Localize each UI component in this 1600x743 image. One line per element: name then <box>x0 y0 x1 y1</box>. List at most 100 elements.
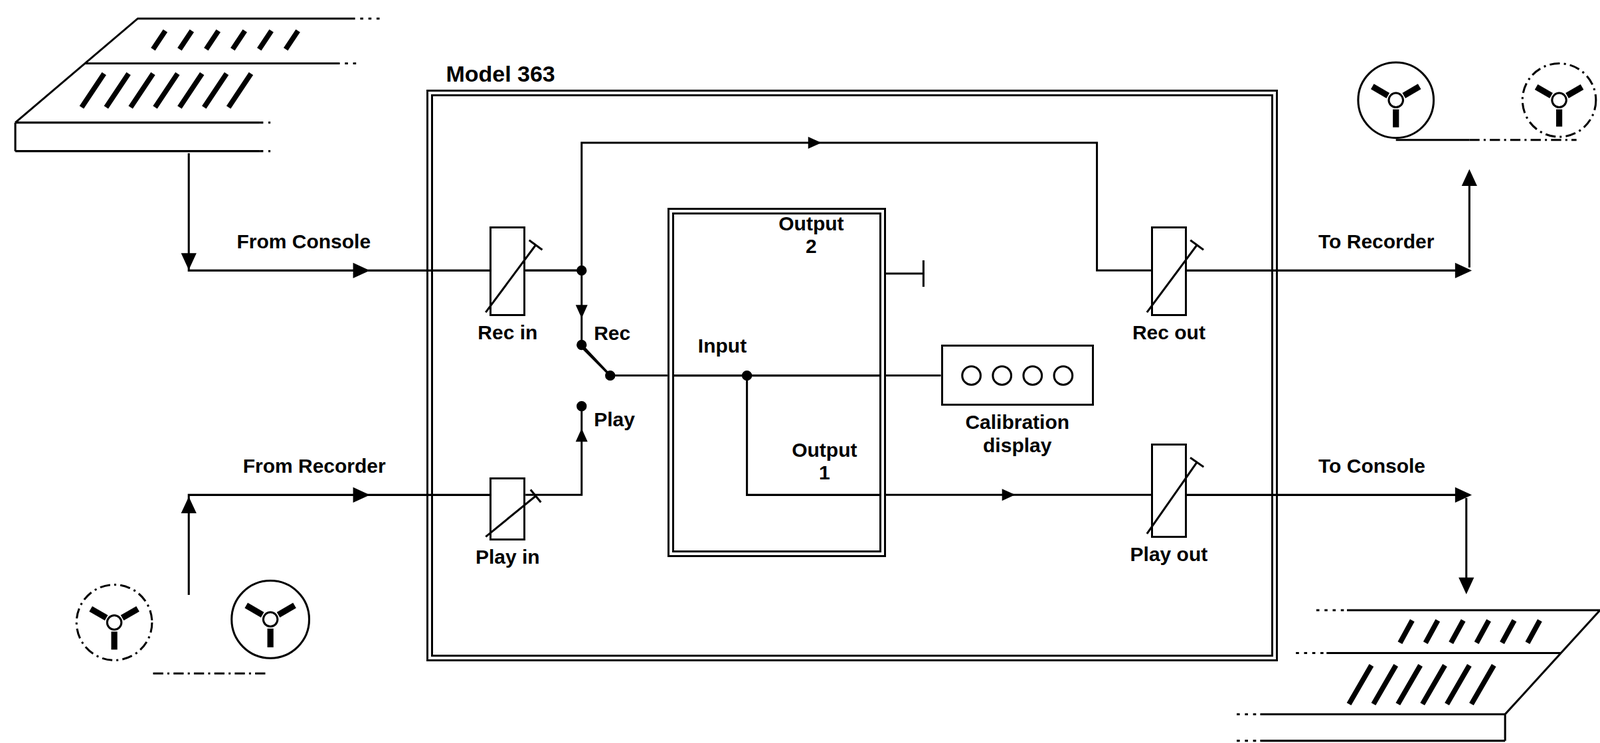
reel-spoke <box>267 628 274 648</box>
arrow-head <box>354 264 368 277</box>
device-housing: Model 363Rec inPlay inOutput 2InputOutpu… <box>426 89 1278 661</box>
reel-spoke <box>1556 109 1563 127</box>
mixing-console <box>15 18 1600 742</box>
console-fader-mark <box>285 30 298 50</box>
tape-reel <box>1522 63 1597 138</box>
output-1-wire <box>747 375 881 496</box>
console-fader-mark <box>155 73 178 108</box>
reel-spoke <box>90 609 107 619</box>
console-fader-mark <box>152 30 165 50</box>
console-outline <box>15 18 353 152</box>
reel-spoke <box>1404 86 1420 96</box>
console-fader-mark <box>130 73 154 108</box>
tape-reel <box>231 580 310 659</box>
component-label: Play out <box>1130 543 1209 567</box>
tape-path <box>1396 138 1470 141</box>
fader-slash <box>485 245 536 313</box>
console-fader-mark <box>1422 665 1446 705</box>
console-send-wire <box>188 153 490 271</box>
switch-position-label: Play <box>593 408 635 432</box>
console-outline <box>1259 610 1600 742</box>
arrow-head <box>808 136 822 149</box>
recorder-return-wire <box>188 494 490 596</box>
reel-spoke <box>110 631 117 650</box>
reel-spoke <box>1536 87 1552 96</box>
console-fader-mark <box>1373 665 1397 705</box>
tape-reel <box>1358 62 1434 139</box>
recorder-send-wire <box>1186 269 1470 272</box>
signal-wire <box>886 494 1152 497</box>
console-outline <box>1236 610 1345 742</box>
fader-box: Play out <box>1151 443 1187 538</box>
component-label: Calibration display <box>957 411 1078 457</box>
console-fader-mark <box>179 73 202 108</box>
console-outline <box>260 18 380 152</box>
signal-connector <box>525 270 668 376</box>
console-fader-mark <box>1476 620 1489 643</box>
fader-slash <box>1147 245 1197 313</box>
reel-hub <box>1388 92 1404 108</box>
arrow-head <box>575 304 588 319</box>
wire-label: From Console <box>236 230 371 254</box>
console-fader-mark <box>1425 620 1438 643</box>
console-fader-mark <box>1471 665 1494 705</box>
component-label: Input <box>698 334 747 358</box>
component-label: Rec out <box>1132 321 1206 345</box>
console-fader-mark <box>81 73 105 108</box>
component-label: Play in <box>475 545 540 570</box>
console-fader-mark <box>1348 665 1372 705</box>
fader-slash <box>485 496 536 537</box>
console-fader-mark <box>203 73 227 108</box>
calibration-display: Calibration display <box>941 344 1094 406</box>
wire-label: From Recorder <box>243 454 386 479</box>
console-fader-mark <box>179 30 192 50</box>
console-fader-mark <box>232 30 245 50</box>
reel-spoke <box>278 605 295 616</box>
fader-slash <box>1147 462 1197 534</box>
signal-wire <box>525 270 668 376</box>
signal-connector <box>886 488 1152 501</box>
console-fader-mark <box>205 30 218 50</box>
input-bus <box>673 374 880 377</box>
signal-connector <box>886 375 942 376</box>
console-fader-mark <box>259 30 271 50</box>
fader-box: Rec in <box>489 226 526 317</box>
fader-box: Rec out <box>1151 226 1187 317</box>
wire-label: To Console <box>1318 454 1426 479</box>
fader-slash <box>1190 240 1204 251</box>
console-fader-mark <box>1400 620 1413 643</box>
arrow-head <box>575 428 588 442</box>
switch-position-label: Rec <box>593 322 631 346</box>
console-return-wire <box>1186 494 1470 497</box>
signal-wire <box>525 142 1152 271</box>
display-lamp <box>962 366 981 386</box>
arrow-head <box>182 499 195 513</box>
arrow-head <box>1455 488 1470 501</box>
external-wiring <box>182 153 1476 596</box>
reel-hub <box>1552 92 1567 108</box>
signal-connector <box>525 136 1152 271</box>
reel-spoke <box>122 609 138 619</box>
wire-label: To Recorder <box>1318 230 1434 254</box>
display-lamp <box>1023 366 1043 386</box>
console-fader-mark <box>1502 620 1515 643</box>
repeated-strokes <box>76 30 1597 705</box>
fader-box: Play in <box>489 477 526 541</box>
console-return-wire <box>1465 498 1468 588</box>
component-label: Output 2 <box>774 212 848 259</box>
arrow-head <box>1460 578 1473 592</box>
console-fader-mark <box>1451 620 1464 643</box>
console-fader-mark <box>228 73 252 108</box>
tape-path <box>1469 138 1577 141</box>
tape-path <box>152 672 267 675</box>
component-label: Rec in <box>477 321 538 345</box>
console-fader-mark <box>1527 620 1540 643</box>
internal-wiring <box>577 260 1073 495</box>
arrow-head <box>1002 488 1016 501</box>
fader-slash <box>1190 457 1204 467</box>
output-2-stub <box>886 272 924 275</box>
display-lamp <box>992 366 1012 386</box>
